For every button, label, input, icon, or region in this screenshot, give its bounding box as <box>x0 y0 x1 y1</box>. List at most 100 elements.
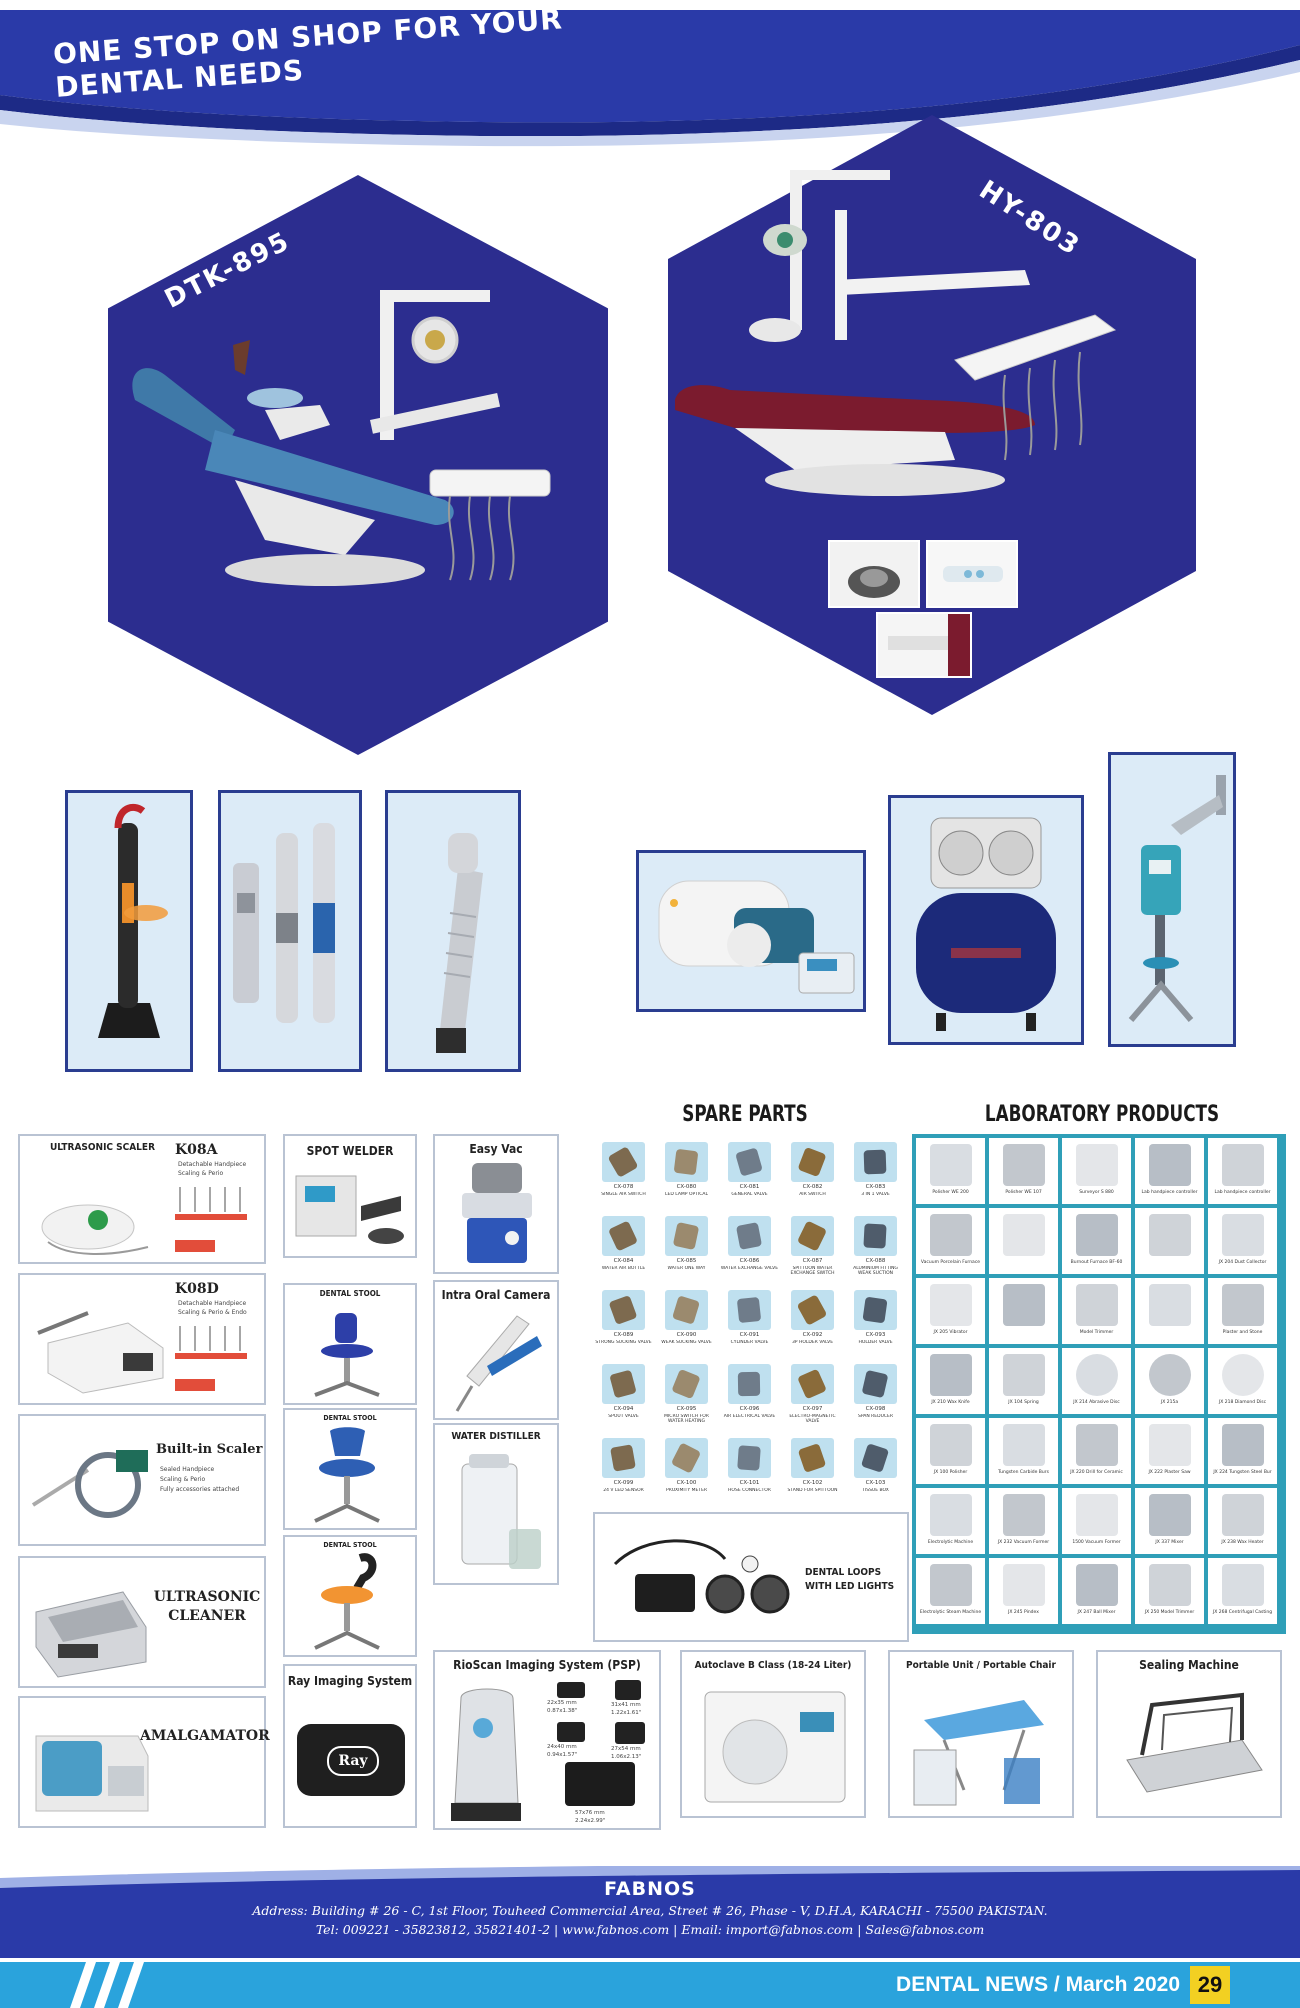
footer-address: Address: Building # 26 - C, 1st Floor, T… <box>252 1903 1048 1918</box>
lab-product-label: JX 104 Spring <box>1008 1400 1039 1405</box>
air-compressor-card <box>888 795 1084 1045</box>
lab-product-item: JX 224 Tungsten Steel Bur <box>1208 1418 1277 1484</box>
high-speed-handpiece-card <box>385 790 521 1072</box>
lab-product-image <box>1222 1424 1264 1466</box>
lab-product-item <box>989 1208 1058 1274</box>
lab-product-image <box>1222 1564 1264 1606</box>
k08a-feature-1: Detachable Handpiece <box>178 1161 247 1168</box>
lab-product-item: JX 337 Mixer <box>1135 1488 1204 1554</box>
lab-product-label: JX 245 Pindex <box>1008 1610 1039 1615</box>
water-distiller-label: WATER DISTILLER <box>451 1431 541 1442</box>
lab-product-image <box>1003 1424 1045 1466</box>
lab-product-label: JX 214 Abrasive Disc <box>1073 1400 1120 1405</box>
dental-loops-label: DENTAL LOOPS WITH LED LIGHTS <box>805 1567 895 1592</box>
lab-product-label: JX 215a <box>1160 1400 1179 1405</box>
lab-product-item: JX 214 Abrasive Disc <box>1062 1348 1131 1414</box>
lab-product-item: JX 204 Dust Collector <box>1208 1208 1277 1274</box>
lab-product-label: JX 224 Tungsten Steel Bur <box>1213 1470 1272 1475</box>
lab-product-item <box>989 1278 1058 1344</box>
spare-part-name: STAND FOR SPITTOON <box>787 1488 838 1493</box>
lab-product-item: Lab handpiece controller <box>1208 1138 1277 1204</box>
lab-product-label: Lab handpiece controller <box>1214 1190 1271 1195</box>
lab-product-label: JX 222 Plaster Saw <box>1148 1470 1191 1475</box>
spare-part-shape <box>860 1443 890 1473</box>
spare-part-image <box>728 1142 771 1182</box>
amalgamator-label: AMALGAMATOR <box>140 1728 270 1744</box>
rioscan-plate-3-size: 24x40 mm <box>547 1744 577 1750</box>
builtin-feature-3: Fully accessories attached <box>160 1486 240 1493</box>
lab-product-label: JX 268 Centrifugal Casting <box>1212 1610 1273 1615</box>
spare-part-code: CX-083 <box>865 1184 886 1190</box>
lab-product-label: JX 220 Drill for Ceramic <box>1070 1470 1123 1475</box>
spare-part-shape <box>610 1444 636 1472</box>
amalgamator-card: AMALGAMATOR <box>18 1696 270 1828</box>
rioscan-plate-4-inch: 1.06x2.13" <box>611 1754 642 1760</box>
spare-part-name: WATER EXCHANGE VALVE <box>720 1266 779 1271</box>
spare-part-shape <box>671 1295 701 1325</box>
lab-product-item: Lab handpiece controller <box>1135 1138 1204 1204</box>
lab-product-image <box>930 1284 972 1326</box>
lab-product-image <box>1149 1564 1191 1606</box>
k08a-card: ULTRASONIC SCALER K08A Detachable Handpi… <box>18 1134 266 1264</box>
spare-part-image <box>791 1438 834 1478</box>
handpiece-set-image <box>233 823 335 1023</box>
lab-product-item: JX 268 Centrifugal Casting <box>1208 1558 1277 1624</box>
autoclave-card: Autoclave B Class (18-24 Liter) <box>680 1650 866 1818</box>
builtin-scaler-image <box>31 1450 148 1518</box>
spare-part-name: 3 IN 1 VALVE <box>861 1192 890 1197</box>
lab-product-image <box>1222 1284 1264 1326</box>
lab-product-label: JX 250 Model Trimmer <box>1144 1610 1195 1615</box>
lab-product-item: Electrolytic Steam Machine <box>916 1558 985 1624</box>
spare-part-code: CX-097 <box>802 1406 823 1412</box>
lab-product-image <box>1076 1144 1118 1186</box>
lab-product-label: Vacuum Porcelain Furnace <box>920 1260 981 1265</box>
ultrasonic-cleaner-image <box>35 1591 147 1678</box>
spare-part-image <box>728 1290 771 1330</box>
lab-product-label: JX 337 Mixer <box>1155 1540 1184 1545</box>
wall-xray-image <box>1128 775 1226 1022</box>
lab-product-item: JX 210 Wax Knife <box>916 1348 985 1414</box>
spare-part-name: HOLDER VALVE <box>858 1340 893 1345</box>
lab-product-item: JX 247 Ball Mixer <box>1062 1558 1131 1624</box>
lab-product-label: JX 232 Vacuum Former <box>997 1540 1050 1545</box>
portable-xray-card <box>636 850 866 1012</box>
lab-product-image <box>930 1354 972 1396</box>
rioscan-plate-2-inch: 1.22x1.61" <box>611 1710 642 1716</box>
dental-chair-blue-image <box>132 290 551 586</box>
autoclave-image <box>704 1691 846 1803</box>
lab-product-item: Electrolytic Machine <box>916 1488 985 1554</box>
spare-part-name: ELECTRO-MAGNETIC VALVE <box>789 1414 836 1424</box>
footer-company: FABNOS <box>604 1878 696 1900</box>
lab-product-item: JX 205 Vibrator <box>916 1278 985 1344</box>
spare-part-name: PROXIMITY METER <box>665 1488 708 1493</box>
lab-product-item: Model Trimmer <box>1062 1278 1131 1344</box>
rioscan-plate-5-size: 57x76 mm <box>575 1810 605 1816</box>
publication-name: DENTAL NEWS / March 2020 <box>896 1973 1180 1996</box>
air-compressor-image <box>916 817 1056 1031</box>
water-distiller-card: WATER DISTILLER <box>433 1423 559 1585</box>
dental-stool-image-1 <box>314 1313 380 1397</box>
lab-product-image <box>1076 1564 1118 1606</box>
k08d-scaler-image <box>37 1311 164 1394</box>
portable-unit-label: Portable Unit / Portable Chair <box>906 1660 1056 1671</box>
lab-product-item: Tungsten Carbide Burs <box>989 1418 1058 1484</box>
spare-part-image <box>602 1438 645 1478</box>
lab-product-image <box>1149 1354 1191 1396</box>
rioscan-plate-5 <box>565 1762 635 1806</box>
spare-part-shape <box>797 1368 827 1400</box>
spare-part-code: CX-080 <box>676 1184 697 1190</box>
rioscan-label: RioScan Imaging System (PSP) <box>453 1658 641 1672</box>
spare-part-shape <box>735 1147 763 1177</box>
spare-part-image <box>728 1216 771 1256</box>
lab-product-item: JX 232 Vacuum Former <box>989 1488 1058 1554</box>
lab-product-label: Electrolytic Steam Machine <box>919 1610 982 1615</box>
lab-product-image <box>1003 1494 1045 1536</box>
